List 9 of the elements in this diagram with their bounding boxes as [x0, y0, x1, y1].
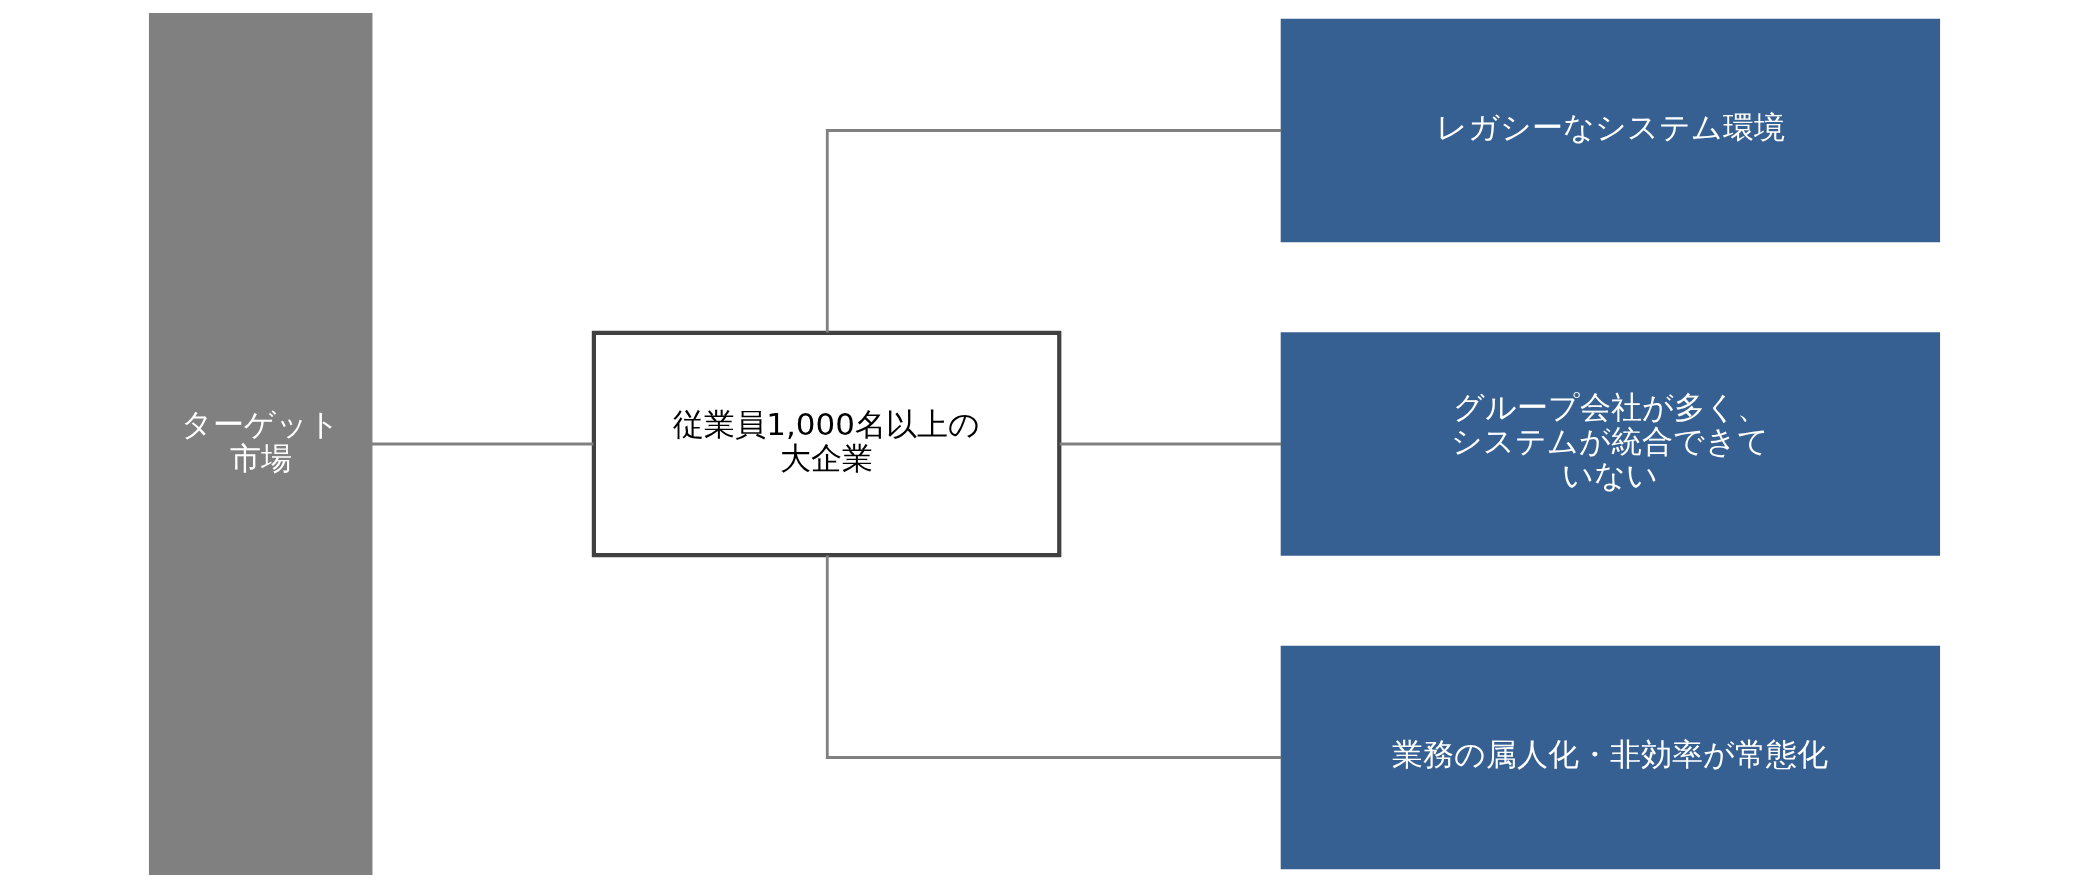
node-box: 従業員1,000名以上の大企業: [591, 330, 1062, 558]
connector: [371, 442, 594, 446]
node-box: レガシーなシステム環境: [1280, 18, 1941, 243]
connector: [1059, 442, 1282, 446]
connector: [825, 129, 1282, 333]
node-box: ターゲット市場: [148, 13, 373, 875]
connector: [825, 555, 1282, 759]
node-box: グループ会社が多く、システムが統合できていない: [1280, 332, 1941, 556]
node-box: 業務の属人化・非効率が常態化: [1280, 645, 1941, 870]
